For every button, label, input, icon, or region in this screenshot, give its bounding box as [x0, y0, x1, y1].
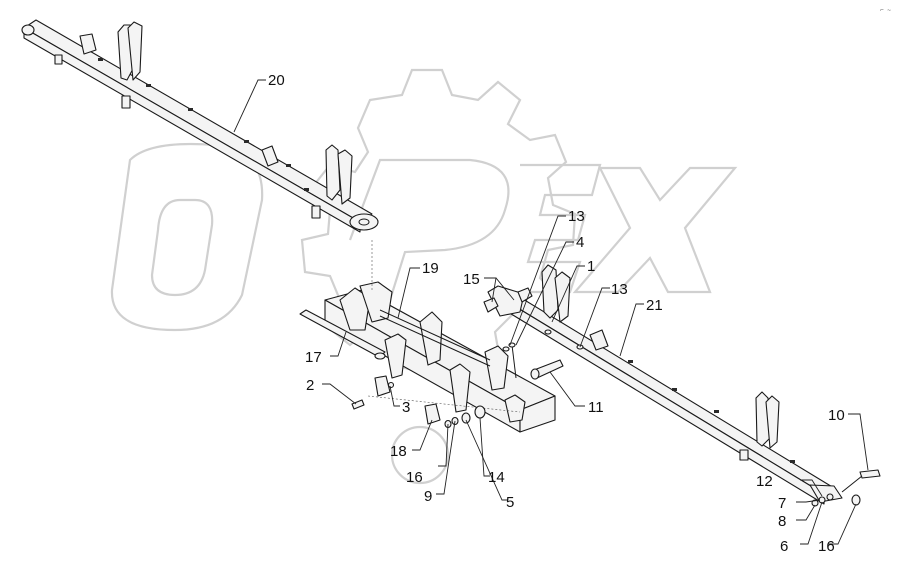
- watermark-letter-x: [572, 166, 738, 294]
- lower-bar-part-21: [487, 264, 843, 505]
- callout-4: 4: [576, 234, 584, 251]
- callout-6: 6: [780, 538, 788, 555]
- callout-1: 1: [587, 258, 595, 275]
- callout-8: 8: [778, 513, 786, 530]
- callout-2: 2: [306, 377, 314, 394]
- watermark-letter-o: [110, 142, 264, 332]
- callout-16-right: 16: [818, 538, 835, 555]
- hardware-parts: [351, 287, 881, 507]
- callout-16-left: 16: [406, 469, 423, 486]
- callout-11: 11: [588, 399, 604, 416]
- callout-21: 21: [646, 297, 663, 314]
- callout-7: 7: [778, 495, 786, 512]
- callout-15: 15: [463, 271, 480, 288]
- watermark-letter-e: [495, 163, 602, 294]
- callout-labels: 20 13 4 1 15 19 13 21 17 2 3 11 10 18 16…: [268, 72, 845, 555]
- callout-14: 14: [488, 469, 505, 486]
- callout-5: 5: [506, 494, 514, 511]
- callout-13-lower: 13: [611, 281, 628, 298]
- callout-13-upper: 13: [568, 208, 585, 225]
- upper-bar-part-20: [21, 19, 379, 233]
- watermark-circle: [390, 425, 450, 485]
- callout-3: 3: [402, 399, 410, 416]
- watermark-letter-p: [348, 158, 510, 301]
- callout-10: 10: [828, 407, 845, 424]
- callout-18: 18: [390, 443, 407, 460]
- corner-mark: ⌐ ~: [880, 7, 891, 14]
- callout-20: 20: [268, 72, 285, 89]
- leader-lines: [233, 79, 869, 545]
- callout-9: 9: [424, 488, 432, 505]
- callout-17: 17: [305, 349, 322, 366]
- frame-assembly-part-19: [299, 240, 556, 433]
- callout-12: 12: [756, 473, 773, 490]
- callout-19: 19: [422, 260, 439, 277]
